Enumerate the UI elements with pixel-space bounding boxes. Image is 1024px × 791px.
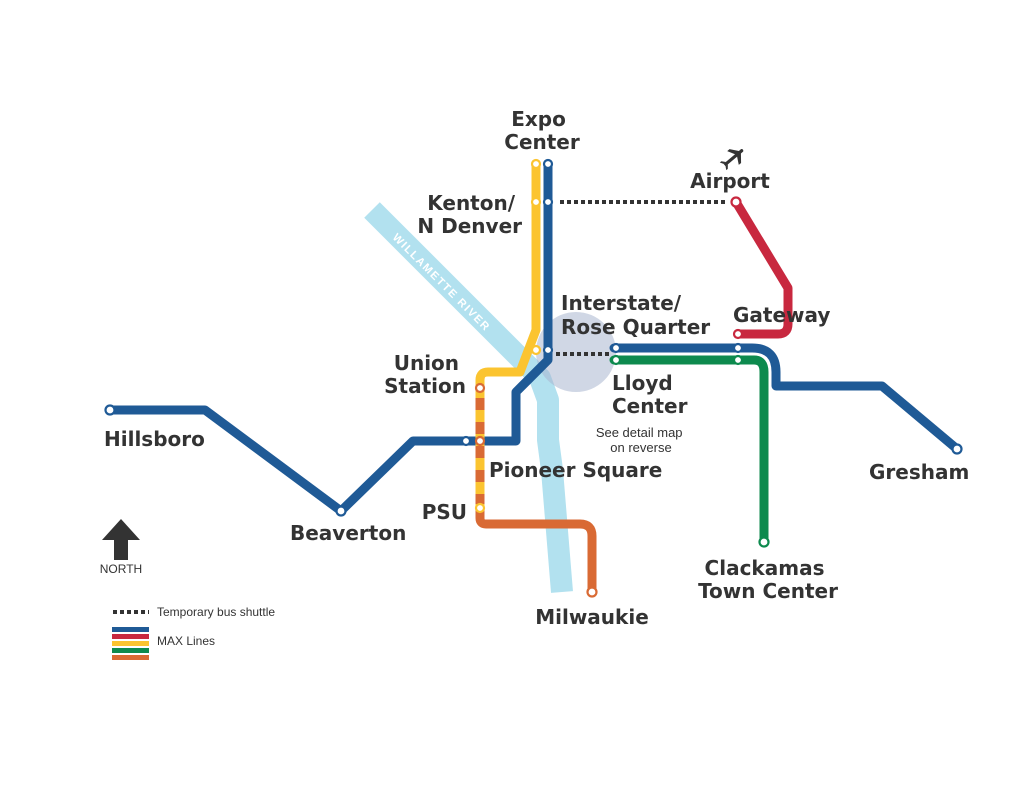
- stop-gateway-blue[interactable]: [732, 342, 744, 354]
- willamette-river: [364, 202, 573, 593]
- legend-swatch-green: [112, 648, 149, 653]
- label-pioneer-square: Pioneer Square: [489, 458, 662, 482]
- stop-gateway-red[interactable]: [732, 328, 744, 340]
- yellow-line: [475, 159, 541, 513]
- north-arrow-icon: [102, 519, 140, 560]
- label-union-station: Union Station: [384, 351, 466, 398]
- label-gresham: Gresham: [869, 460, 969, 484]
- stop-lloyd-blue[interactable]: [610, 342, 622, 354]
- stop-interstate-blue[interactable]: [542, 344, 554, 356]
- orange-line: [475, 503, 597, 597]
- stop-expo-blue[interactable]: [542, 158, 554, 170]
- airplane-icon: [719, 149, 744, 171]
- label-airport: Airport: [690, 169, 770, 193]
- legend-shuttle-label: Temporary bus shuttle: [157, 605, 275, 619]
- stop-union-station[interactable]: [474, 382, 486, 394]
- label-milwaukie: Milwaukie: [535, 605, 649, 629]
- legend-max-label: MAX Lines: [157, 634, 215, 648]
- blue-line-east: [609, 343, 962, 454]
- stop-expo-yellow[interactable]: [530, 158, 542, 170]
- stop-kenton-yellow[interactable]: [530, 196, 542, 208]
- label-psu: PSU: [422, 500, 467, 524]
- label-hillsboro: Hillsboro: [104, 427, 205, 451]
- label-expo-center: Expo Center: [504, 107, 580, 154]
- label-gateway: Gateway: [733, 303, 830, 327]
- legend: Temporary bus shuttle MAX Lines: [112, 605, 275, 660]
- stop-airport[interactable]: [730, 196, 742, 208]
- stop-pioneer-blue[interactable]: [460, 435, 472, 447]
- legend-swatch-blue: [112, 627, 149, 632]
- label-clackamas: Clackamas Town Center: [698, 556, 838, 603]
- legend-swatch-orange: [112, 655, 149, 660]
- green-line: [609, 355, 769, 547]
- stop-clackamas[interactable]: [758, 536, 770, 548]
- legend-swatch-yellow: [112, 641, 149, 646]
- north-label: NORTH: [100, 562, 142, 576]
- legend-swatch-red: [112, 634, 149, 639]
- stop-milwaukie[interactable]: [586, 586, 598, 598]
- stop-hillsboro[interactable]: [104, 404, 116, 416]
- red-line: [731, 197, 793, 339]
- stop-interstate-yellow[interactable]: [530, 344, 542, 356]
- stop-gateway-green[interactable]: [732, 354, 744, 366]
- stop-lloyd-green[interactable]: [610, 354, 622, 366]
- stop-psu[interactable]: [474, 502, 486, 514]
- label-beaverton: Beaverton: [290, 521, 406, 545]
- river-label: WILLAMETTE RIVER: [390, 232, 492, 334]
- label-kenton: Kenton/ N Denver: [417, 191, 522, 238]
- detail-map-note: See detail map on reverse: [596, 425, 686, 455]
- stop-gresham[interactable]: [951, 443, 963, 455]
- stop-kenton-blue[interactable]: [542, 196, 554, 208]
- stop-beaverton[interactable]: [335, 505, 347, 517]
- stop-pioneer-orange[interactable]: [474, 435, 486, 447]
- detail-area-circle: [536, 312, 616, 392]
- label-lloyd-center: Lloyd Center: [612, 371, 688, 418]
- label-interstate: Interstate/ Rose Quarter: [561, 291, 710, 339]
